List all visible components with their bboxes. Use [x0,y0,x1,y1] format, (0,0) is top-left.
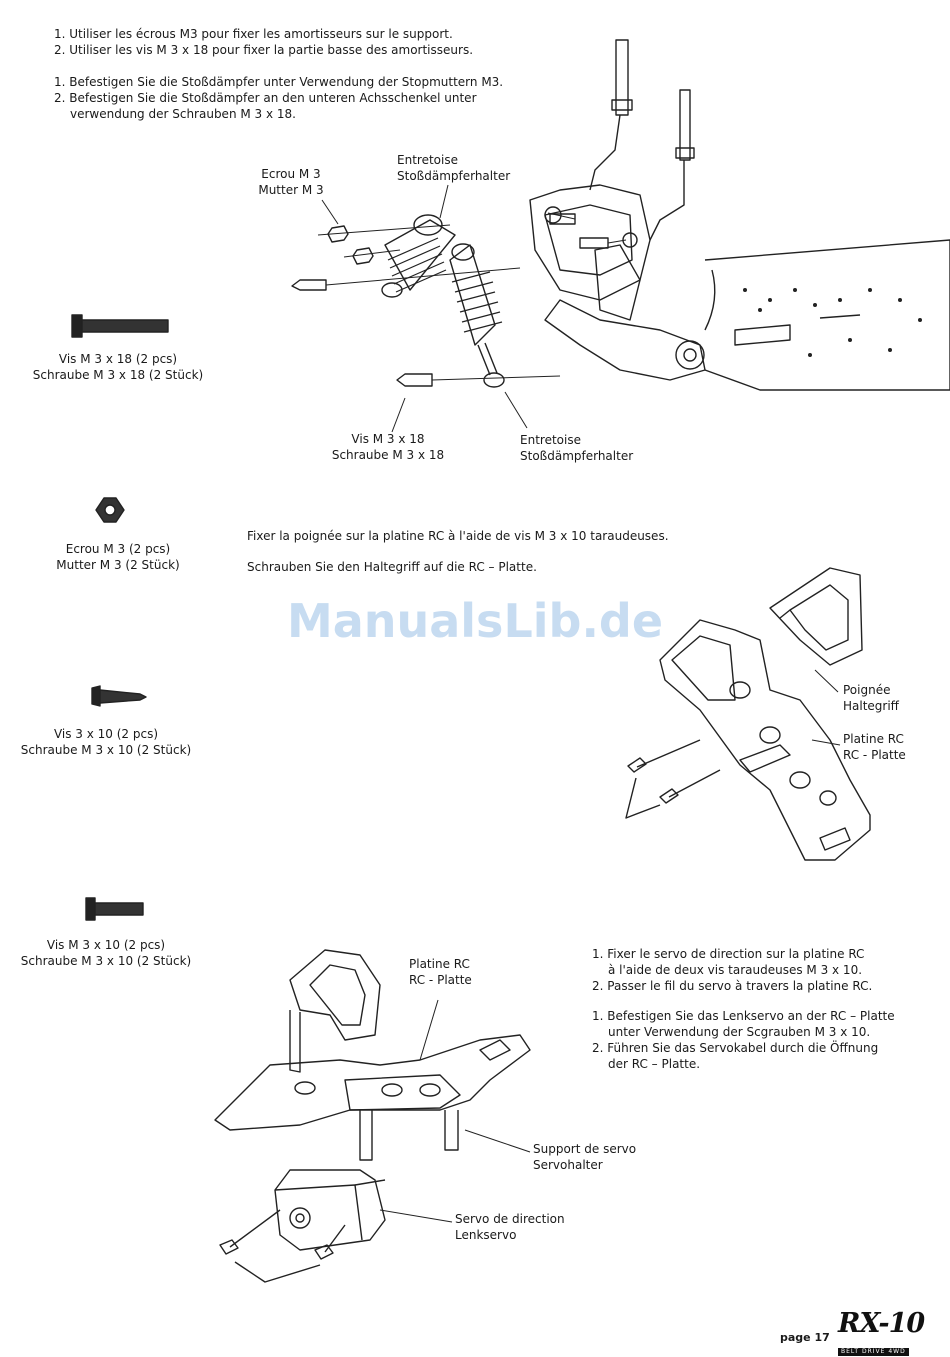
part-label-screw-3x10: Vis 3 x 10 (2 pcs) Schraube M 3 x 10 (2 … [20,727,192,757]
servo-plate-drawing [214,949,531,1283]
part-icons [71,314,169,921]
logo-text: RX-10 [838,1308,925,1339]
callout-spacer-top: Entretoise Stoßdämpferhalter [397,153,511,183]
instruction-line: 2. Befestigen Sie die Stoßdämpfer an den… [54,91,477,105]
shock-instructions-fr: 1. Utiliser les écrous M3 pour fixer les… [54,26,473,58]
servo-instructions-de: 1. Befestigen Sie das Lenkservo an der R… [592,1008,895,1072]
handle-instruction-de: Schrauben Sie den Haltegriff auf die RC … [247,560,537,574]
part-label-screw-m3x10: Vis M 3 x 10 (2 pcs) Schraube M 3 x 10 (… [20,938,192,968]
handle-plate-drawing [625,567,871,861]
handle-instruction-fr: Fixer la poignée sur la platine RC à l'a… [247,529,669,543]
callout-steering-servo: Servo de direction Lenkservo [455,1212,565,1242]
logo-subtitle: BELT DRIVE 4WD [838,1348,909,1356]
instruction-line: verwendung der Schrauben M 3 x 18. [70,107,296,121]
instruction-line: à l'aide de deux vis taraudeuses M 3 x 1… [608,963,863,977]
instruction-line: 1. Fixer le servo de direction sur la pl… [592,947,865,961]
part-label-screw-m3x18: Vis M 3 x 18 (2 pcs) Schraube M 3 x 18 (… [32,352,204,382]
watermark: ManualsLib.de [286,594,664,648]
shock-tower-drawing [291,39,950,433]
callout-servo-support: Support de servo Servohalter [533,1142,637,1172]
callout-handle: Poignée Haltegriff [843,683,899,713]
callout-rc-plate: Platine RC RC - Platte [843,732,906,762]
callout-screw: Vis M 3 x 18 Schraube M 3 x 18 [331,432,445,462]
instruction-line: der RC – Platte. [608,1057,701,1071]
callout-servo-rc-plate: Platine RC RC - Platte [409,957,472,987]
instruction-line: 2. Utiliser les vis M 3 x 18 pour fixer … [54,43,474,57]
instruction-line: 2. Führen Sie das Servokabel durch die Ö… [592,1041,879,1055]
page-number: page 17 [780,1331,830,1344]
callout-spacer-bottom: Entretoise Stoßdämpferhalter [520,433,634,463]
instruction-line: unter Verwendung der Scgrauben M 3 x 10. [608,1025,871,1039]
shock-instructions-de: 1. Befestigen Sie die Stoßdämpfer unter … [54,74,503,122]
instruction-line: 1. Utiliser les écrous M3 pour fixer les… [54,27,453,41]
servo-instructions-fr: 1. Fixer le servo de direction sur la pl… [592,946,872,994]
instruction-line: 1. Befestigen Sie das Lenkservo an der R… [592,1009,895,1023]
instruction-line: 2. Passer le fil du servo à travers la p… [592,979,873,993]
part-label-nut-m3: Ecrou M 3 (2 pcs) Mutter M 3 (2 Stück) [56,542,180,572]
rx10-logo: RX-10 BELT DRIVE 4WD [838,1308,942,1356]
callout-nut: Ecrou M 3 Mutter M 3 [258,167,324,197]
instruction-line: 1. Befestigen Sie die Stoßdämpfer unter … [54,75,504,89]
